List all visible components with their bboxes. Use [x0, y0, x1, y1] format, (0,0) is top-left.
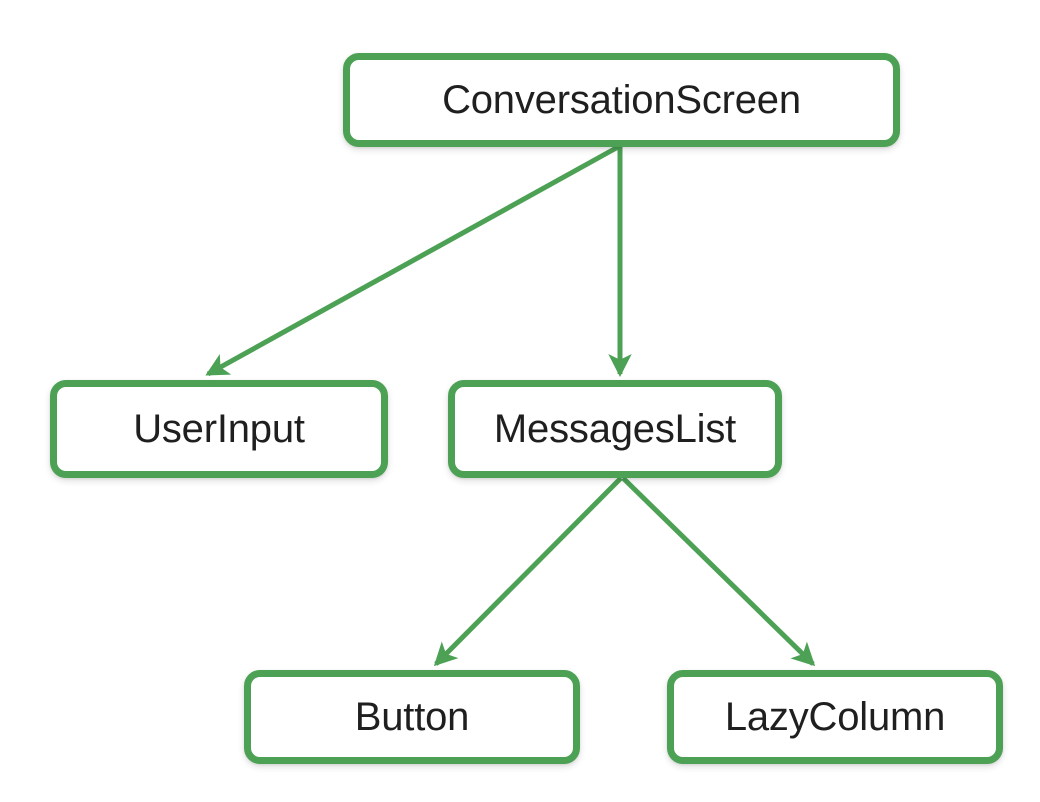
node-lazycolumn[interactable]: LazyColumn: [667, 670, 1003, 764]
node-label: ConversationScreen: [442, 78, 801, 122]
node-label: UserInput: [133, 407, 305, 451]
node-label: Button: [354, 695, 470, 739]
node-conversationscreen[interactable]: ConversationScreen: [343, 53, 900, 147]
node-messageslist[interactable]: MessagesList: [448, 380, 782, 478]
node-button[interactable]: Button: [244, 670, 580, 764]
node-label: MessagesList: [493, 407, 737, 451]
node-userinput[interactable]: UserInput: [50, 380, 388, 478]
edge-messageslist-lazycolumn: [621, 476, 816, 667]
node-label: LazyColumn: [724, 695, 946, 739]
edge-conversationscreen-userinput: [205, 144, 620, 377]
edge-messageslist-button: [433, 476, 623, 667]
